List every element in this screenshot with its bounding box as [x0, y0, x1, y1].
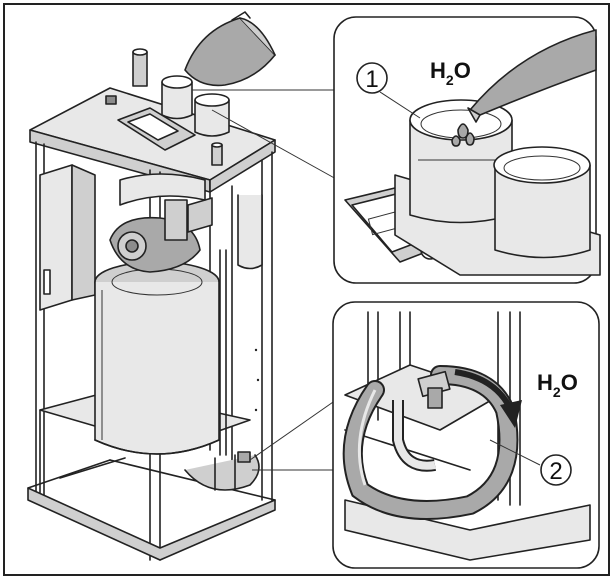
h2o-label-1-o: O	[454, 58, 471, 83]
flow-arrow-icon	[454, 369, 522, 428]
svg-text:H2O: H2O	[430, 58, 471, 88]
h2o-label-2-h: H	[537, 370, 553, 395]
svg-text:H2O: H2O	[537, 370, 578, 400]
boiler-unit	[27, 11, 339, 561]
h2o-label-1-h: H	[430, 58, 446, 83]
drain-hose-icon	[342, 365, 519, 520]
h2o-label-1-sub: 2	[446, 72, 454, 88]
callout-bubble-2: H2O 2	[332, 301, 600, 569]
callout-number-2: 2	[549, 458, 562, 485]
h2o-label-2-sub: 2	[553, 384, 561, 400]
callout-bubble-1: 1 H2O	[333, 16, 601, 284]
watering-jug-icon	[184, 11, 276, 87]
h2o-label-2-o: O	[561, 370, 578, 395]
callout-number-1: 1	[365, 66, 378, 93]
water-drop-icon	[451, 123, 475, 147]
